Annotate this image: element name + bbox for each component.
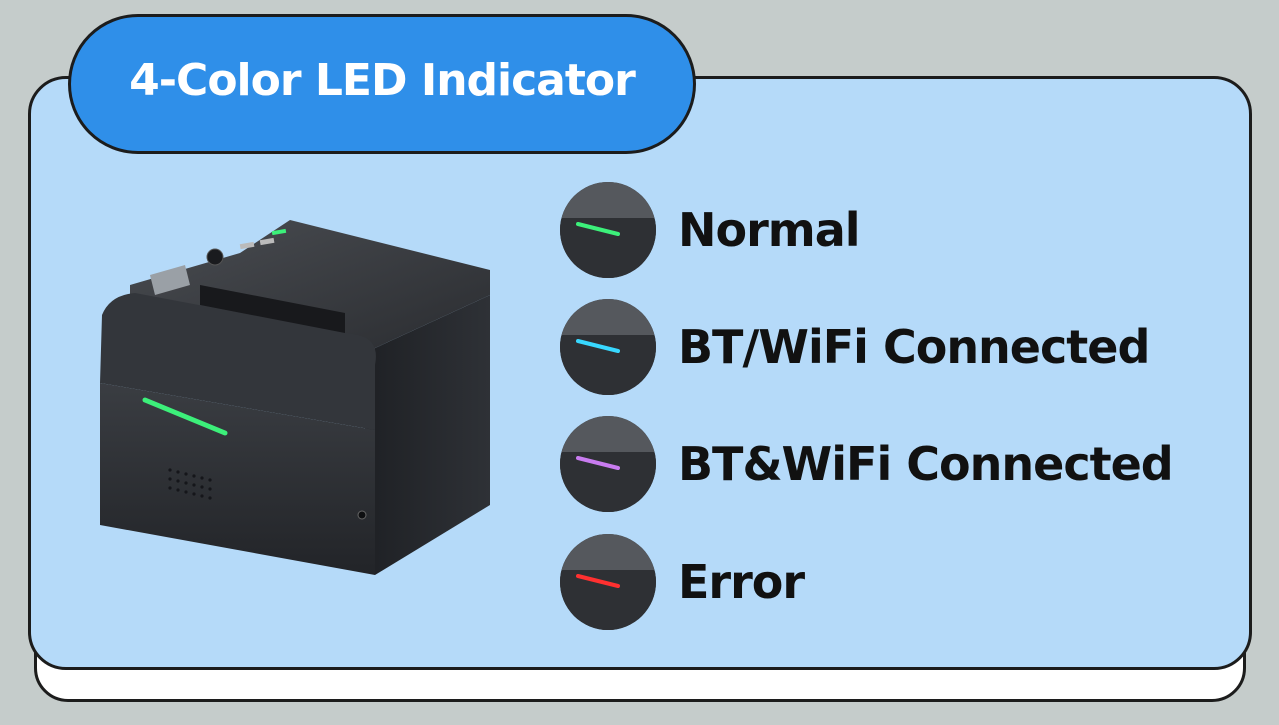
led-red-icon [560,534,656,630]
legend-label: BT&WiFi Connected [678,437,1174,491]
legend-item-bt-and-wifi: BT&WiFi Connected [560,414,1240,514]
title-banner: 4-Color LED Indicator [68,14,696,154]
led-green-icon [560,182,656,278]
legend-item-error: Error [560,532,1240,632]
led-cyan-icon [560,299,656,395]
legend-item-normal: Normal [560,180,1240,280]
legend-label: Normal [678,203,861,257]
legend-label: BT/WiFi Connected [678,320,1150,374]
led-purple-icon [560,416,656,512]
led-legend: Normal BT/WiFi Connected BT&WiFi Connect… [560,180,1240,630]
legend-item-bt-wifi: BT/WiFi Connected [560,297,1240,397]
legend-label: Error [678,555,805,609]
printer-image [100,220,490,575]
page-title: 4-Color LED Indicator [129,54,636,106]
